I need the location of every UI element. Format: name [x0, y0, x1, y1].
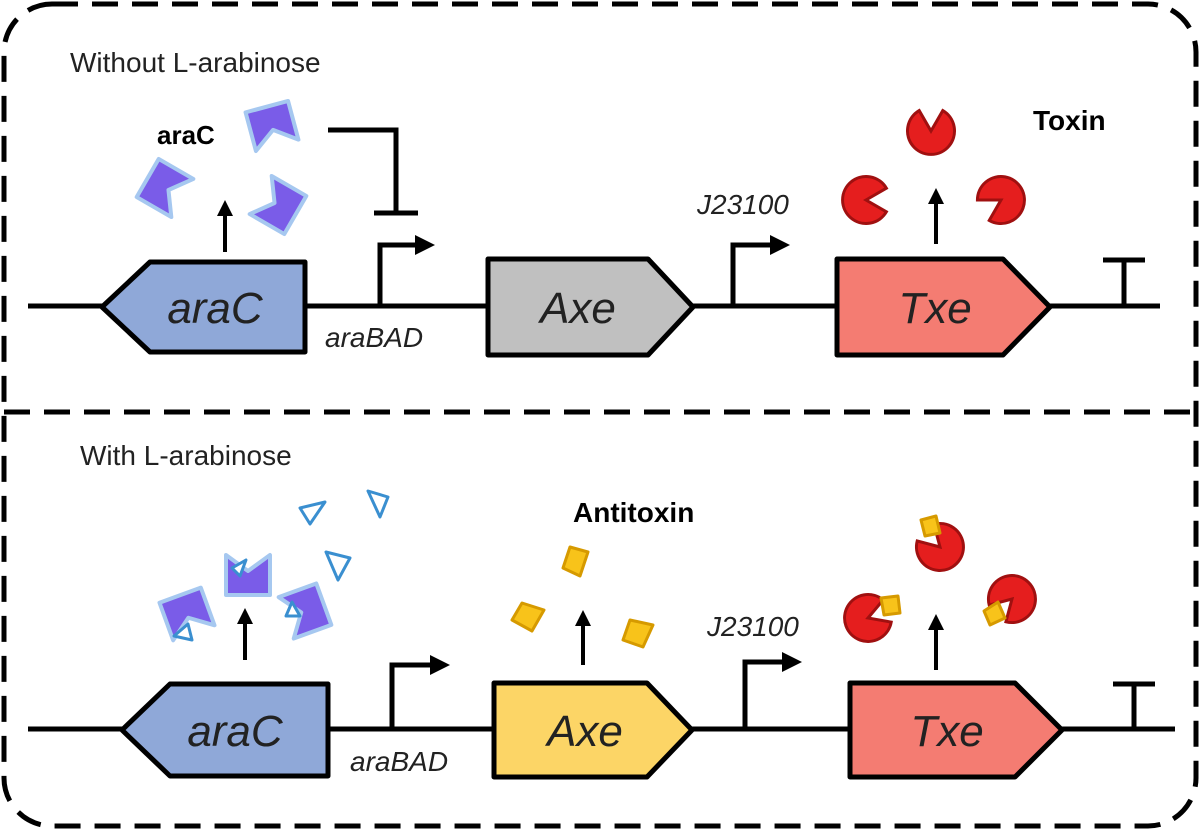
top-repression-line — [328, 127, 399, 213]
bound-antitoxin — [919, 514, 942, 538]
bottom-condition-label: With L-arabinose — [80, 440, 292, 471]
bound-antitoxin — [982, 600, 1007, 627]
bottom-txe-gene: Txe — [847, 680, 1065, 780]
top-arac-protein — [243, 98, 301, 154]
arabinose-molecule — [324, 550, 352, 582]
bottom-toxin-protein — [987, 574, 1037, 624]
top-toxin-protein — [906, 108, 956, 156]
top-arac-protein-label: araC — [157, 120, 215, 150]
top-arac-protein — [134, 156, 196, 220]
bottom-panel: With L-arabinose araC araBAD Axe J23100 … — [28, 440, 1175, 780]
top-panel: Without L-arabinose araC araBAD Axe J231… — [28, 47, 1160, 358]
bottom-arabad-label: araBAD — [350, 746, 448, 777]
bottom-j23100-label: J23100 — [706, 611, 799, 642]
antitoxin-protein — [621, 618, 655, 649]
bottom-arac-protein — [276, 581, 334, 641]
top-txe-gene-label: Txe — [898, 284, 971, 333]
top-j23100-promoter: J23100 — [696, 189, 790, 306]
top-arac-protein — [247, 173, 309, 237]
top-j23100-label: J23100 — [696, 189, 789, 220]
bottom-arabad-promoter: araBAD — [350, 655, 450, 777]
top-condition-label: Without L-arabinose — [70, 47, 321, 78]
antitoxin-protein — [561, 545, 590, 578]
top-arac-gene: araC — [99, 259, 308, 355]
top-arabad-promoter: araBAD — [325, 235, 435, 353]
top-arabad-label: araBAD — [325, 322, 423, 353]
arabinose-molecule — [298, 500, 327, 526]
bound-arabinose — [284, 600, 302, 618]
top-txe-gene: Txe — [834, 256, 1053, 358]
bottom-axe-gene: Axe — [491, 680, 695, 780]
bottom-txe-gene-label: Txe — [910, 707, 983, 756]
bottom-arac-gene-label: araC — [187, 707, 284, 756]
top-arac-gene-label: araC — [167, 284, 264, 333]
bottom-j23100-promoter: J23100 — [706, 611, 802, 729]
bound-arabinose — [172, 622, 194, 642]
top-toxin-protein — [975, 175, 1026, 226]
bottom-toxin-protein — [915, 522, 965, 572]
top-toxin-label: Toxin — [1033, 105, 1106, 136]
top-axe-gene-label: Axe — [537, 284, 616, 333]
bound-antitoxin — [879, 594, 902, 617]
arabinose-molecule — [366, 489, 390, 519]
bottom-terminator — [1113, 681, 1155, 729]
top-toxin-protein — [841, 175, 889, 225]
top-axe-gene: Axe — [485, 256, 696, 358]
bottom-arac-gene: araC — [119, 681, 331, 779]
bottom-arac-protein — [224, 553, 272, 597]
bottom-toxin-protein — [843, 592, 893, 643]
bottom-axe-gene-label: Axe — [544, 707, 623, 756]
bottom-arac-protein — [157, 585, 217, 643]
bottom-antitoxin-label: Antitoxin — [573, 497, 694, 528]
antitoxin-protein — [510, 601, 546, 633]
bound-arabinose — [230, 558, 248, 578]
top-terminator — [1103, 257, 1145, 306]
